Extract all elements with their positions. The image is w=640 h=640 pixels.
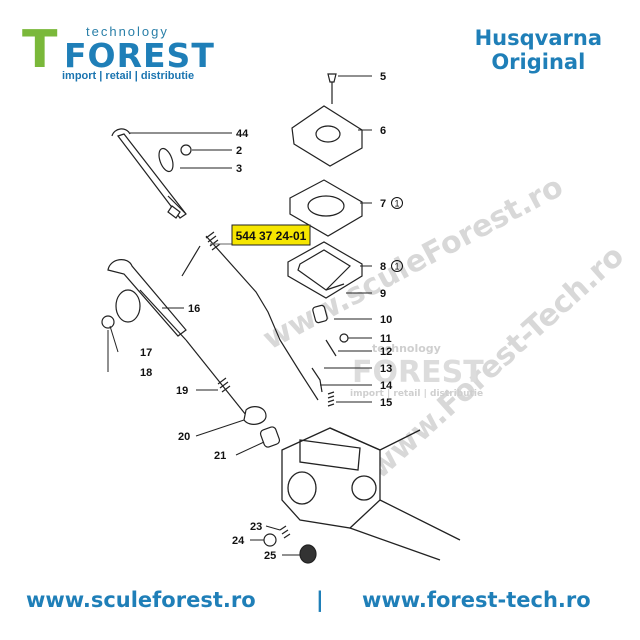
needle-parts	[311, 283, 349, 407]
footer-separator: |	[316, 588, 324, 612]
callout-7: 7	[380, 198, 386, 210]
callout-6: 6	[380, 125, 386, 137]
washer-part	[158, 144, 192, 173]
throttle-rod	[111, 128, 319, 401]
carburetor-body	[281, 427, 461, 561]
watermark-logo-subtitle: import | retail | distributie	[350, 389, 483, 399]
callout-18: 18	[140, 367, 152, 379]
callout-labels: 44 2 3 5 6 7 8 9 10 11 12 13 14 15 16 17…	[140, 71, 393, 562]
circled-note-8-text: 1	[394, 262, 399, 272]
callout-8: 8	[380, 261, 386, 273]
callout-5: 5	[380, 71, 386, 83]
leader-lines	[107, 75, 372, 556]
callout-10: 10	[380, 314, 392, 326]
callout-15: 15	[380, 397, 392, 409]
callout-3: 3	[236, 163, 242, 175]
brand-line-1: Husqvarna	[474, 26, 602, 50]
footer-urls: www.sculeforest.ro | www.forest-tech.ro	[0, 588, 640, 618]
spring-part	[181, 231, 221, 277]
callout-20: 20	[178, 431, 190, 443]
part-number-highlight	[231, 224, 311, 246]
watermark-logo-tagline: technology	[372, 342, 441, 355]
logo-letter-t: T	[22, 20, 58, 80]
callout-44: 44	[236, 128, 249, 140]
callout-13: 13	[380, 363, 392, 375]
callout-2: 2	[236, 145, 242, 157]
part-number-label: 544 37 24-01	[236, 229, 307, 243]
callout-19: 19	[176, 385, 188, 397]
circled-note-7	[391, 197, 403, 209]
brand-line-2: Original	[491, 50, 586, 74]
footer-url-left[interactable]: www.sculeforest.ro	[26, 588, 256, 612]
watermark-logo-name: FOREST	[352, 355, 484, 390]
callout-16: 16	[188, 303, 200, 315]
callout-9: 9	[380, 288, 386, 300]
circled-note-7-text: 1	[394, 199, 399, 209]
callout-17: 17	[140, 347, 152, 359]
circled-notes: 1 1	[391, 197, 403, 272]
brand-badge: Husqvarna Original	[475, 26, 602, 74]
forest-logo: T technology FOREST import | retail | di…	[22, 20, 215, 82]
circled-note-8	[391, 260, 403, 272]
callout-11: 11	[380, 333, 392, 345]
callout-12: 12	[380, 346, 392, 358]
logo-name: FOREST	[64, 36, 215, 75]
callout-23: 23	[250, 521, 262, 533]
callout-24: 24	[232, 535, 245, 547]
logo-tagline: technology	[86, 24, 169, 39]
callout-25: 25	[264, 550, 276, 562]
filter-parts	[263, 525, 317, 564]
footer-url-right[interactable]: www.forest-tech.ro	[362, 588, 591, 612]
diaphragm-7	[289, 179, 363, 237]
logo-subtitle: import | retail | distributie	[62, 70, 195, 82]
top-cover	[291, 73, 363, 167]
callout-21: 21	[214, 450, 226, 462]
callout-14: 14	[380, 380, 393, 392]
choke-lever	[101, 259, 281, 448]
